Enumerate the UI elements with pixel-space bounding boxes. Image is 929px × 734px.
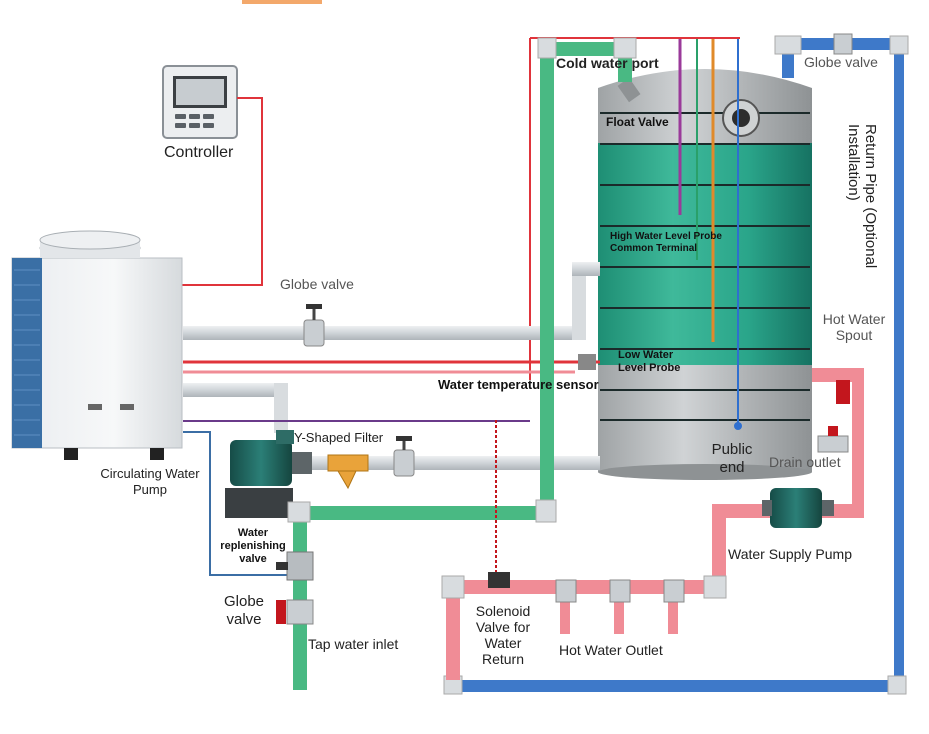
- controller-to-unit-wire: [182, 97, 263, 286]
- heat-pump-unit: [11, 230, 183, 460]
- return-pipe: [443, 33, 909, 695]
- solenoid-label-3: Water: [484, 635, 522, 651]
- controller-label: Controller: [164, 144, 234, 161]
- return-pipe-label: Return Pipe (Optional Installation): [845, 124, 879, 269]
- globe-valve-filter-icon: [393, 436, 415, 477]
- cold-water-port-label: Cold water port: [556, 55, 659, 71]
- grey-pipes: [183, 262, 600, 470]
- globe-valve-left-label-1: Globe: [223, 593, 265, 610]
- drain-outlet-valve-icon: [817, 435, 849, 453]
- circulating-pump-icon: [225, 430, 312, 518]
- water-supply-pump-icon: [762, 488, 834, 528]
- float-valve-label: Float Valve: [606, 115, 669, 129]
- replenish-valve-label-3: valve: [239, 553, 267, 565]
- low-probe-label-1: Low Water: [618, 349, 674, 361]
- globe-valve-return-icon: [833, 33, 853, 55]
- replenish-valve-label-2: replenishing: [220, 540, 286, 552]
- replenish-valve-wire: [183, 431, 300, 576]
- water-replenishing-valve-icon: [276, 551, 314, 581]
- solenoid-valve-icon: [488, 572, 510, 588]
- globe-valve-left-icon: [276, 599, 314, 625]
- cold-water-pipes: [287, 37, 637, 690]
- tap-water-inlet-label: Tap water inlet: [308, 636, 399, 652]
- solenoid-label-4: Return: [481, 651, 525, 667]
- hot-water-spout-label-2: Spout: [835, 327, 873, 343]
- globe-valve-top-label: Globe valve: [804, 54, 878, 70]
- hot-water-spout-valve-icon: [836, 380, 850, 404]
- replenish-valve-label-1: Water: [237, 527, 269, 539]
- cold-water-port-nozzle: [617, 77, 641, 103]
- circulating-pump-label-1: Circulating Water: [100, 466, 200, 481]
- water-supply-pump-label: Water Supply Pump: [728, 546, 852, 562]
- solenoid-label-1: Solenoid: [475, 603, 531, 619]
- circulating-pump-label-2: Pump: [133, 482, 167, 497]
- globe-valve-icon: [303, 304, 325, 347]
- globe-valve-left-label-2: valve: [226, 611, 262, 628]
- top-accent-bar: [242, 0, 322, 4]
- hot-water-spout-label-1: Hot Water: [822, 311, 886, 327]
- public-end-label-1: Public: [711, 441, 753, 458]
- controller-device: [162, 65, 238, 139]
- y-filter-label: Y-Shaped Filter: [294, 430, 384, 445]
- high-probe-label-1: High Water Level Probe: [610, 231, 722, 242]
- y-filter-icon: [327, 454, 369, 490]
- globe-valve-mid-label: Globe valve: [280, 276, 354, 292]
- temperature-sensor-icon: [578, 354, 596, 370]
- water-temperature-sensor-label: Water temperature sensor: [438, 377, 599, 392]
- high-probe-label-2: Common Terminal: [610, 243, 698, 254]
- low-probe-label-2: Level Probe: [618, 362, 681, 374]
- hot-water-outlet-label: Hot Water Outlet: [559, 642, 663, 658]
- solenoid-label-2: Valve for: [475, 619, 531, 635]
- water-storage-tank: [598, 38, 812, 480]
- drain-outlet-label: Drain outlet: [769, 454, 841, 470]
- public-end-label-2: end: [719, 459, 745, 476]
